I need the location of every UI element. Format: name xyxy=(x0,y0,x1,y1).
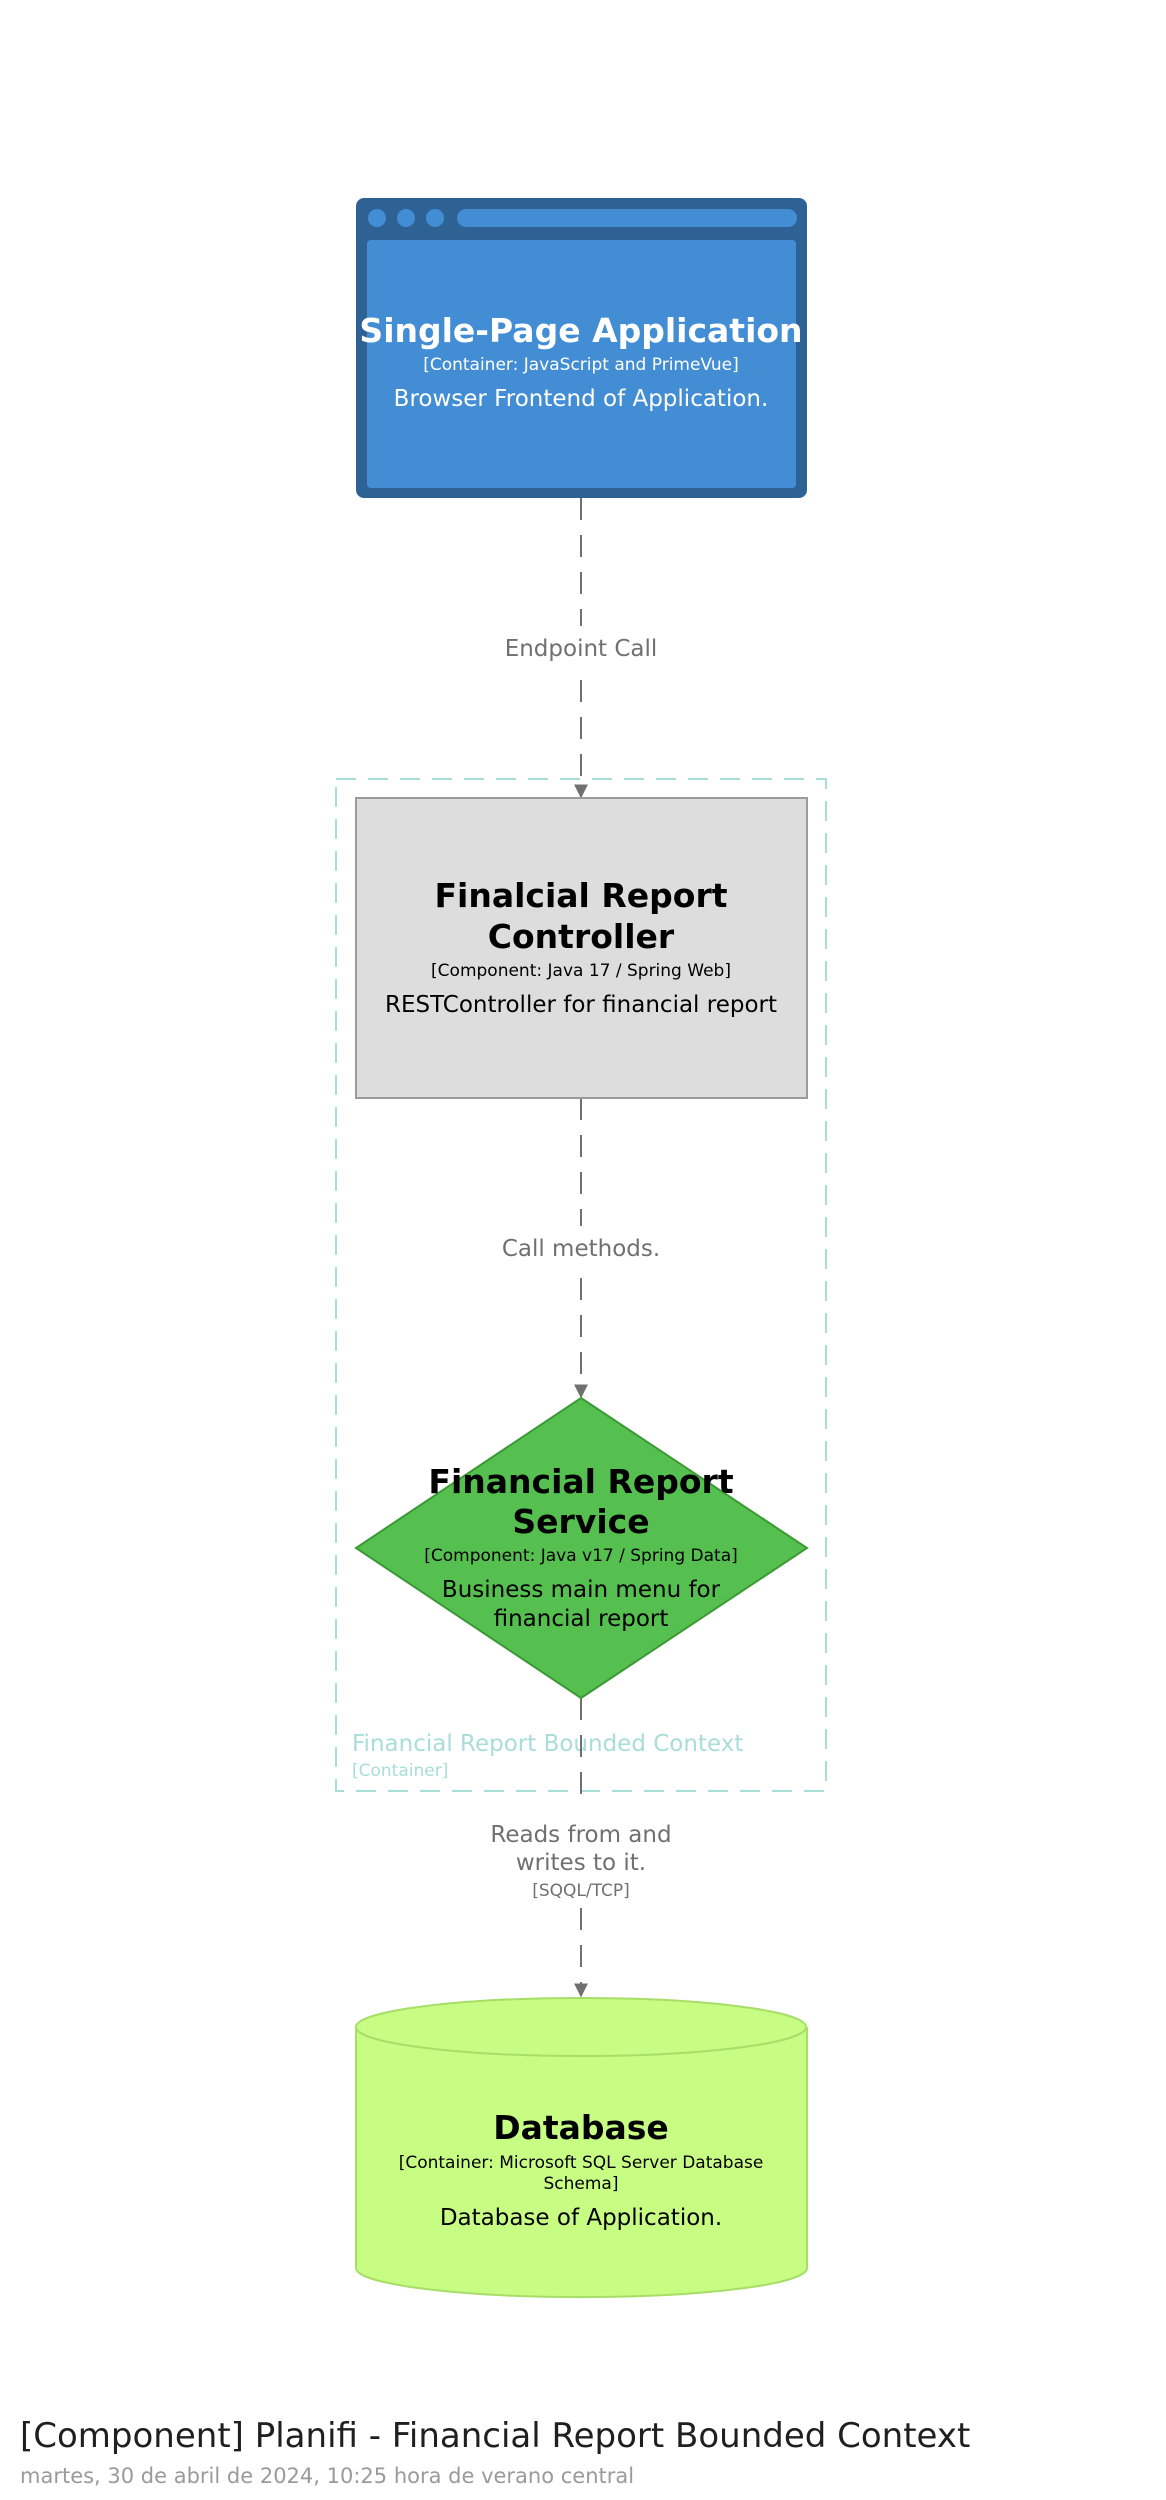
relationship-call-methods: Call methods. xyxy=(502,1098,660,1399)
node-tech-line1: [Container: Microsoft SQL Server Databas… xyxy=(399,2153,764,2173)
node-description: Database of Application. xyxy=(440,2205,722,2231)
browser-dot-icon xyxy=(397,209,415,227)
node-name: Database xyxy=(493,2108,669,2147)
diagram-title: [Component] Planifi - Financial Report B… xyxy=(20,2416,971,2456)
component-box xyxy=(355,797,808,1099)
node-name-line1: Financial Report xyxy=(428,1462,733,1501)
node-name-line1: Finalcial Report xyxy=(434,876,727,915)
database-cylinder-top xyxy=(355,1997,807,2057)
node-description: Browser Frontend of Application. xyxy=(394,386,769,412)
browser-dot-icon xyxy=(368,209,386,227)
node-tech-line2: Schema] xyxy=(544,2174,619,2194)
browser-address-bar xyxy=(457,209,797,227)
relationship-reads-writes: Reads from and writes to it. [SQQL/TCP] xyxy=(490,1698,672,1998)
database-cylinder-body xyxy=(355,2027,808,2299)
diagram-subtitle: martes, 30 de abril de 2024, 10:25 hora … xyxy=(20,2464,635,2488)
node-tech: [Component: Java v17 / Spring Data] xyxy=(424,1546,738,1566)
browser-dot-icon xyxy=(426,209,444,227)
edge-label-reads-from: Reads from and xyxy=(490,1822,671,1848)
boundary-type: [Container] xyxy=(352,1761,448,1781)
node-name-line2: Controller xyxy=(488,917,675,956)
node-description-line1: Business main menu for xyxy=(442,1577,721,1603)
node-database: Database [Container: Microsoft SQL Serve… xyxy=(355,1997,808,2299)
node-financial-report-service: Financial Report Service [Component: Jav… xyxy=(354,1396,809,1700)
node-tech: [Container: JavaScript and PrimeVue] xyxy=(423,355,739,375)
node-description: RESTController for financial report xyxy=(385,992,777,1018)
edge-label-writes-to: writes to it. xyxy=(516,1850,646,1876)
component-diamond xyxy=(354,1396,809,1700)
node-tech: [Component: Java 17 / Spring Web] xyxy=(431,961,731,981)
node-name-line2: Service xyxy=(512,1502,649,1541)
edge-label-endpoint-call: Endpoint Call xyxy=(505,636,658,662)
browser-content-area xyxy=(367,240,796,488)
relationship-endpoint-call: Endpoint Call xyxy=(505,498,658,799)
edge-tech-label: [SQQL/TCP] xyxy=(532,1881,630,1901)
node-single-page-application: Single-Page Application [Container: Java… xyxy=(356,198,807,498)
boundary-name: Financial Report Bounded Context xyxy=(352,1731,743,1757)
node-name: Single-Page Application xyxy=(359,311,802,350)
node-description-line2: financial report xyxy=(494,1606,669,1632)
edge-label-call-methods: Call methods. xyxy=(502,1236,660,1262)
node-financial-report-controller: Finalcial Report Controller [Component: … xyxy=(355,797,808,1099)
